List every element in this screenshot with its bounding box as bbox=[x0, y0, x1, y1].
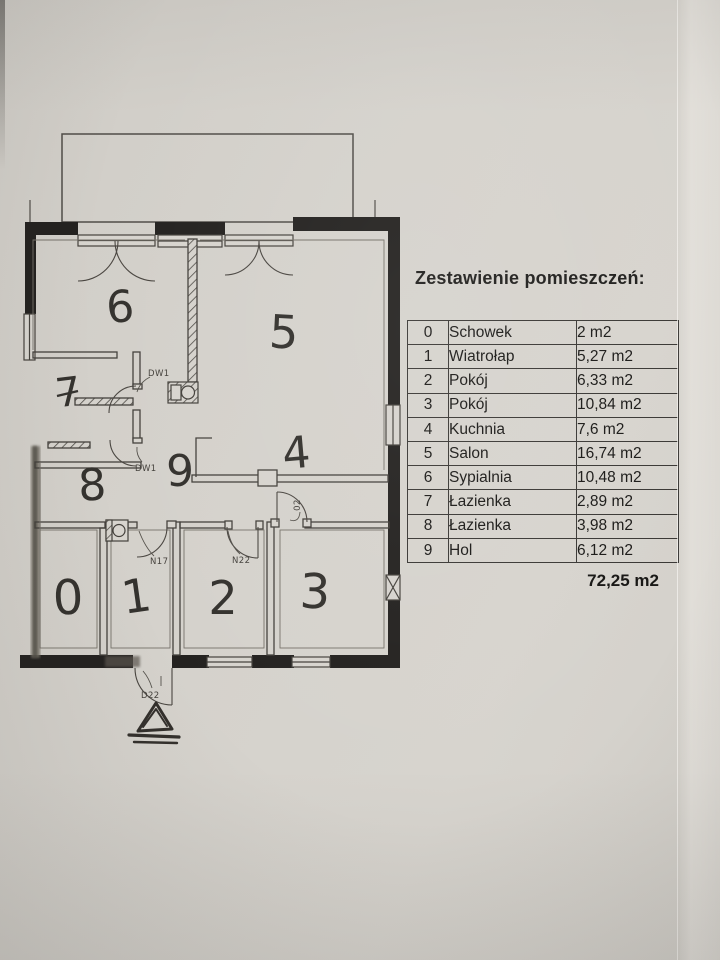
legend-row-num: 5 bbox=[407, 440, 449, 467]
legend-row-num: 2 bbox=[407, 368, 449, 394]
door-swings bbox=[77, 240, 308, 706]
label-leaders bbox=[136, 376, 301, 689]
legend-row-area: 10,84 m2 bbox=[576, 392, 679, 418]
door-label-d22: D22 bbox=[141, 691, 160, 701]
legend-row: 9 Hol 6,12 m2 bbox=[407, 537, 679, 563]
legend-row-name: Hol bbox=[448, 537, 577, 563]
door-label-dw1-top: DW1 bbox=[148, 369, 170, 379]
legend-title: Zestawienie pomieszczeń: bbox=[415, 268, 645, 288]
legend-row-area: 6,33 m2 bbox=[576, 368, 679, 394]
room-number-5: 5 bbox=[268, 304, 300, 359]
entrance-symbol bbox=[127, 701, 181, 745]
door-label-o2: 02 bbox=[293, 499, 303, 511]
legend-row-num: 7 bbox=[407, 489, 449, 515]
legend-row: 2 Pokój 6,33 m2 bbox=[407, 368, 679, 394]
legend-row: 4 Kuchnia 7,6 m2 bbox=[407, 416, 679, 442]
legend-row-num: 4 bbox=[407, 416, 449, 442]
outer-walls bbox=[20, 217, 400, 668]
legend-row-num: 6 bbox=[407, 465, 449, 491]
door-label-dw1-bottom: DW1 bbox=[135, 464, 157, 474]
room-number-6: 6 bbox=[104, 281, 135, 334]
pencil-smudge-wall bbox=[31, 446, 140, 667]
legend-row-num: 1 bbox=[407, 344, 449, 370]
legend-total-area: 72,25 m2 bbox=[587, 571, 659, 590]
legend-row: 7 Łazienka 2,89 m2 bbox=[407, 489, 679, 515]
legend-row-name: Schowek bbox=[448, 319, 577, 346]
room-number-0: 0 bbox=[52, 569, 84, 626]
room-number-1: 1 bbox=[118, 567, 155, 625]
legend-row-num: 0 bbox=[407, 319, 449, 346]
room-numbers: 6 5 7 8 9 4 0 1 2 3 bbox=[52, 281, 331, 626]
legend-row-name: Wiatrołap bbox=[448, 344, 577, 370]
interior-walls bbox=[32, 238, 390, 656]
room-number-2: 2 bbox=[208, 571, 237, 625]
legend-row: 0 Schowek 2 m2 bbox=[407, 319, 679, 346]
room-number-9: 9 bbox=[166, 446, 194, 497]
legend-row-area: 6,12 m2 bbox=[576, 537, 679, 563]
balcony-outline bbox=[29, 133, 376, 223]
legend-table: 0 Schowek 2 m2 1 Wiatrołap 5,27 m2 2 Pok… bbox=[407, 319, 679, 563]
room-number-4: 4 bbox=[280, 427, 312, 480]
legend-row-area: 7,6 m2 bbox=[576, 416, 679, 442]
legend-row-area: 3,98 m2 bbox=[576, 513, 679, 539]
legend-row-num: 3 bbox=[407, 392, 449, 418]
legend-row-area: 2,89 m2 bbox=[576, 489, 679, 515]
room-number-3: 3 bbox=[299, 563, 331, 620]
door-label-n17: N17 bbox=[150, 557, 168, 567]
legend-row: 5 Salon 16,74 m2 bbox=[407, 440, 679, 467]
windows bbox=[23, 234, 401, 668]
door-labels: DW1 DW1 N17 N22 02 D22 bbox=[135, 369, 303, 701]
legend-row-area: 2 m2 bbox=[576, 319, 679, 346]
vent-fixtures bbox=[105, 381, 199, 542]
legend-row-area: 16,74 m2 bbox=[576, 440, 679, 467]
room-inner-outlines bbox=[32, 239, 385, 649]
legend-row-name: Pokój bbox=[448, 368, 577, 394]
legend-row: 8 Łazienka 3,98 m2 bbox=[407, 513, 679, 539]
legend-row-name: Pokój bbox=[448, 392, 577, 418]
legend-row-name: Salon bbox=[448, 440, 577, 467]
legend-row: 3 Pokój 10,84 m2 bbox=[407, 392, 679, 418]
legend-row: 6 Sypialnia 10,48 m2 bbox=[407, 465, 679, 491]
legend-row-num: 9 bbox=[407, 537, 449, 563]
legend-row-name: Łazienka bbox=[448, 489, 577, 515]
legend-row-area: 5,27 m2 bbox=[576, 344, 679, 370]
legend-row-name: Sypialnia bbox=[448, 465, 577, 491]
legend-row-name: Kuchnia bbox=[448, 416, 577, 442]
legend-row-name: Łazienka bbox=[448, 513, 577, 539]
legend-row-num: 8 bbox=[407, 513, 449, 539]
seven-crossbar bbox=[56, 389, 79, 398]
door-label-n22: N22 bbox=[232, 556, 250, 566]
legend-row-area: 10,48 m2 bbox=[576, 465, 679, 491]
room-number-8: 8 bbox=[77, 459, 108, 511]
legend-row: 1 Wiatrołap 5,27 m2 bbox=[407, 344, 679, 370]
